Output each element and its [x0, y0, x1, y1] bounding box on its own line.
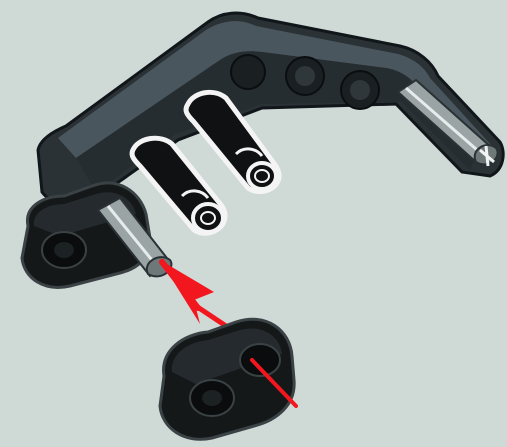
beam-hole — [350, 80, 370, 100]
long-pin-left-end — [193, 204, 223, 232]
long-pin-right-end — [248, 163, 276, 189]
liftarm-attached-hole-inner — [54, 242, 74, 258]
beam-hole — [231, 55, 265, 89]
liftarm-new-hole-inner — [202, 390, 222, 406]
beam-hole — [295, 66, 315, 86]
